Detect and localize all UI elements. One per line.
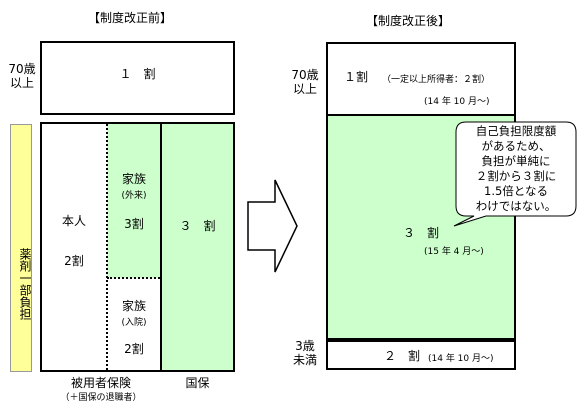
right-age-70-label: 70歳 以上: [291, 68, 319, 96]
honnin-label: 本人: [61, 214, 86, 228]
right-bottom-rate: ２ 割: [384, 349, 421, 363]
family-outpatient-cell: [107, 124, 160, 278]
drug-copay-label: 薬剤一部負担: [18, 248, 32, 320]
family-outpatient-label: 家族: [121, 172, 146, 186]
right-age-3-label: 3歳 未満: [292, 339, 317, 367]
family-outpatient-rate: 3割: [124, 217, 144, 231]
callout-text: 自己負担限度額 があるため、 負担が単純に ２割から３割に 1.5倍となる わけ…: [475, 124, 557, 213]
right-top-rate: １割: [344, 70, 369, 84]
honnin-rate: 2割: [64, 254, 84, 268]
family-inpatient-rate: 2割: [124, 342, 144, 356]
dotted-horizontal-divider: [107, 277, 160, 279]
left-top-box: １ 割: [40, 41, 235, 115]
left-age-70-label: 70歳 以上: [8, 62, 36, 90]
left-top-rate: １ 割: [119, 67, 156, 81]
drug-copay-label-box: 薬剤一部負担: [10, 124, 32, 372]
left-heading: 【制度改正前】: [88, 11, 173, 25]
kokuho-rate: ３ 割: [179, 219, 216, 233]
right-top-box: １割 （一定以上所得者：２割） (14 年 10 月～): [326, 42, 516, 116]
right-heading: 【制度改正後】: [366, 14, 451, 28]
left-main-box: [40, 122, 235, 372]
callout-bubble-shape: [453, 121, 577, 227]
family-inpatient-sub: (入院): [121, 318, 147, 328]
right-arrow-icon: [247, 179, 298, 273]
right-bottom-date: (14 年 10 月～): [428, 354, 494, 364]
kokuho-cell: [160, 124, 233, 370]
right-middle-date: (15 年 4 月～): [424, 247, 484, 257]
footer-employee-insurance: 被用者保険: [70, 376, 131, 390]
family-inpatient-label: 家族: [121, 299, 146, 313]
family-outpatient-sub: (外来): [121, 191, 147, 201]
footer-employee-insurance-sub: （＋国保の退職者）: [60, 393, 142, 403]
right-top-note: （一定以上所得者：２割）: [382, 75, 491, 85]
right-top-date: (14 年 10 月～): [424, 97, 490, 107]
right-bottom-box: ２ 割 (14 年 10 月～): [326, 340, 516, 370]
footer-kokuho: 国保: [185, 376, 210, 390]
dotted-vertical-divider: [106, 124, 108, 370]
right-middle-rate: ３ 割: [402, 226, 439, 240]
